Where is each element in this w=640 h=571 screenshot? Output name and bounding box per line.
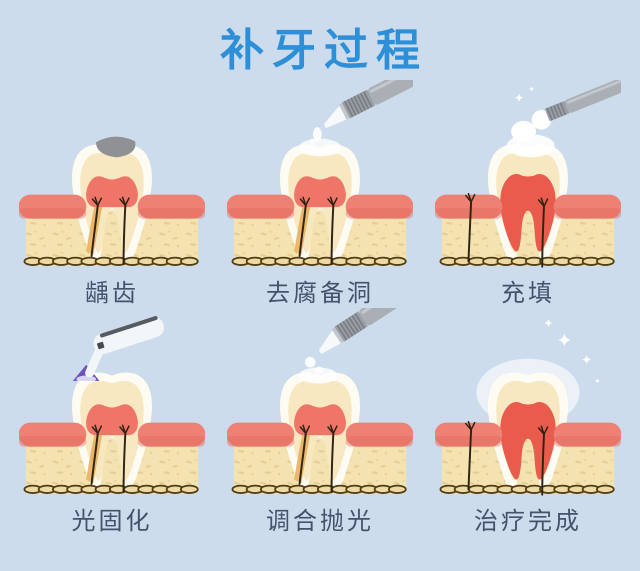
sparkle-icon xyxy=(544,319,553,328)
tooth-cross-section xyxy=(19,144,205,265)
polish-glow xyxy=(298,367,338,384)
step-label: 充填 xyxy=(501,279,555,307)
caries-spot-icon xyxy=(96,136,136,158)
polish-spray xyxy=(304,357,316,368)
sparkle-icon xyxy=(582,355,592,365)
step-label: 调合抛光 xyxy=(266,507,374,536)
steps-grid: 龋齿 去腐备洞 充填 光固化 xyxy=(0,80,640,535)
spray-glow xyxy=(298,138,342,157)
step-label: 去腐备洞 xyxy=(266,279,374,307)
step-panel-light-curing: 光固化 xyxy=(8,308,216,536)
tooth-cross-section xyxy=(435,144,621,266)
tooth-cross-section xyxy=(227,144,413,265)
tooth-cross-section xyxy=(227,373,413,494)
filling-material-blob xyxy=(511,120,536,143)
tooth-illustration-cavity xyxy=(19,136,205,280)
curing-light-icon xyxy=(79,315,171,373)
page-title: 补牙过程 xyxy=(220,25,428,76)
filling-instrument-icon xyxy=(528,80,621,133)
tooth-illustration-light-curing xyxy=(19,308,205,508)
infographic-page: { "title": "补牙过程", "steps": [ {"id": "ca… xyxy=(0,14,640,571)
sparkle-icon xyxy=(515,93,524,102)
light-glow xyxy=(76,375,96,384)
step-panel-filling: 充填 xyxy=(424,80,632,306)
tooth-cross-section xyxy=(435,373,621,495)
tooth-illustration-decay-removal xyxy=(227,80,413,280)
sparkle-icon xyxy=(528,86,535,92)
tooth-illustration-polishing xyxy=(227,308,413,508)
sparkle-icon xyxy=(558,334,571,347)
sparkle-icon xyxy=(594,378,600,384)
step-panel-complete: 治疗完成 xyxy=(424,308,632,536)
water-spray xyxy=(309,138,315,144)
step-label: 治疗完成 xyxy=(474,507,582,536)
step-panel-cavity: 龋齿 xyxy=(8,80,216,306)
step-panel-decay-removal: 去腐备洞 xyxy=(216,80,424,306)
step-panel-polishing: 调合抛光 xyxy=(216,308,424,536)
polisher-icon xyxy=(312,308,412,357)
dental-drill-icon xyxy=(318,80,413,131)
polish-spray xyxy=(314,367,324,375)
tooth-cross-section xyxy=(19,373,205,494)
water-spray xyxy=(312,127,322,142)
tooth-illustration-complete xyxy=(435,319,621,508)
step-label: 光固化 xyxy=(71,507,153,536)
step-label: 龋齿 xyxy=(85,279,139,307)
tooth-illustration-filling xyxy=(435,80,621,280)
